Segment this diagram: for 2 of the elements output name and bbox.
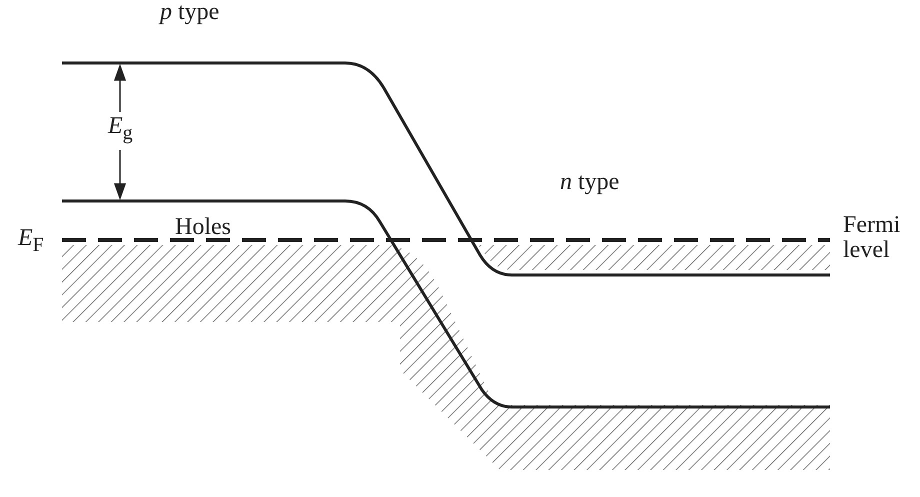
region-label: Holes	[175, 215, 231, 240]
energy-gap-label: E$_{g}$	[108, 114, 133, 144]
